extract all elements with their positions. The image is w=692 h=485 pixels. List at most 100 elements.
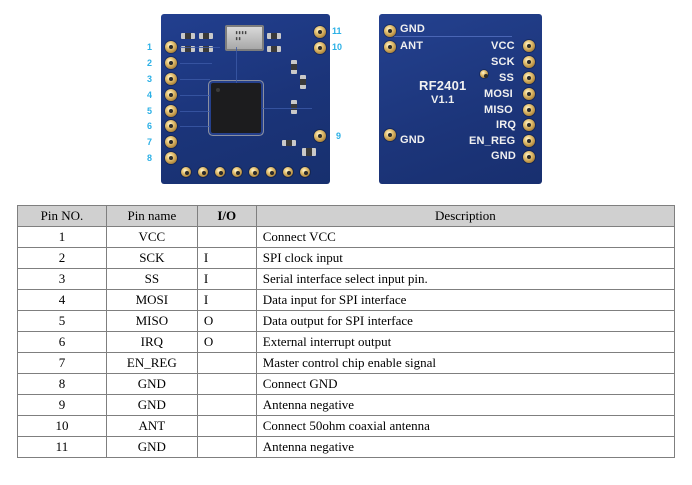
description-cell: Connect 50ohm coaxial antenna (255, 415, 676, 437)
description-cell: Connect VCC (255, 226, 676, 248)
io-cell (196, 352, 257, 374)
smd-component (267, 33, 281, 39)
description-cell: Data input for SPI interface (255, 289, 676, 311)
description-cell: Antenna negative (255, 436, 676, 458)
io-cell (196, 436, 257, 458)
pin-name-cell: MOSI (105, 289, 198, 311)
silkscreen-ant: ANT (400, 40, 424, 52)
description-cell: Master control chip enable signal (255, 352, 676, 374)
pin-number-cell: 6 (17, 331, 107, 353)
pin-number-cell: 10 (17, 415, 107, 437)
description-cell: Antenna negative (255, 394, 676, 416)
header-pin-name: Pin name (105, 205, 198, 227)
pcb-trace (180, 126, 210, 127)
pin-number-label: 4 (147, 90, 153, 100)
pin-pad (165, 41, 177, 53)
crystal-oscillator: ▮▮▮▮▮▮ (225, 25, 264, 51)
pin-number-label: 10 (332, 42, 343, 52)
pin-pad (314, 26, 326, 38)
pin-pad (523, 72, 535, 84)
module-back-photo (379, 14, 542, 184)
pin-pad (384, 41, 396, 53)
pcb-trace (180, 47, 220, 48)
pin-pad (523, 88, 535, 100)
silkscreen-sck: SCK (491, 56, 515, 68)
header-io: I/O (196, 205, 257, 227)
pin-number-label: 7 (147, 137, 153, 147)
pin-pad (523, 151, 535, 163)
pin-pad (165, 120, 177, 132)
antenna-trace (394, 36, 512, 37)
pin-pad (165, 73, 177, 85)
pad (266, 167, 276, 177)
smd-component (291, 100, 297, 114)
pad (181, 167, 191, 177)
pin-number-cell: 2 (17, 247, 107, 269)
pin-pad (165, 152, 177, 164)
pin-number-label: 5 (147, 106, 153, 116)
pin-number-label: 3 (147, 74, 153, 84)
pad (198, 167, 208, 177)
header-description: Description (255, 205, 676, 227)
pcb-trace (180, 95, 210, 96)
pin-name-cell: MISO (105, 310, 198, 332)
pin-number-label: 11 (332, 26, 342, 36)
pad (283, 167, 293, 177)
silkscreen-gnd-bottom: GND (400, 134, 426, 146)
pad (232, 167, 242, 177)
pin-pad (523, 104, 535, 116)
pcb-trace (236, 47, 237, 83)
pin-number-cell: 3 (17, 268, 107, 290)
header-pin-no: Pin NO. (17, 205, 107, 227)
pcb-trace (180, 111, 210, 112)
pad (215, 167, 225, 177)
pin-number-cell: 8 (17, 373, 107, 395)
silkscreen-gnd: GND (491, 150, 517, 162)
pin-number-label: 1 (147, 42, 153, 52)
description-cell: External interrupt output (255, 331, 676, 353)
silkscreen-irq: IRQ (496, 119, 517, 131)
pin-number-label: 6 (147, 121, 153, 131)
pin-number-cell: 4 (17, 289, 107, 311)
silkscreen-ss: SS (499, 72, 515, 84)
io-cell (196, 394, 257, 416)
io-cell: O (196, 310, 257, 332)
pin-name-cell: IRQ (105, 331, 198, 353)
smd-component (199, 46, 213, 52)
smd-component (302, 148, 316, 156)
pin-pad (523, 119, 535, 131)
pin-pad (314, 42, 326, 54)
pcb-trace (262, 108, 312, 109)
pin-pad (314, 130, 326, 142)
pin-name-cell: VCC (105, 226, 198, 248)
pin-pad (165, 105, 177, 117)
smd-component (267, 46, 281, 52)
smd-component (291, 60, 297, 74)
io-cell: I (196, 289, 257, 311)
io-cell (196, 373, 257, 395)
table-header-row: Pin NO. Pin name I/O Description (17, 205, 676, 227)
pin-name-cell: EN_REG (105, 352, 198, 374)
smd-component (181, 33, 195, 39)
pcb-trace (180, 63, 212, 64)
io-cell: O (196, 331, 257, 353)
smd-component (282, 140, 296, 146)
pin-number-cell: 5 (17, 310, 107, 332)
pcb-trace (180, 79, 210, 80)
io-cell: I (196, 268, 257, 290)
silkscreen-gnd-top: GND (400, 23, 426, 35)
pin-pad (384, 129, 396, 141)
pin-name-cell: SS (105, 268, 198, 290)
pin-pad (165, 89, 177, 101)
pad (249, 167, 259, 177)
pin-pad (523, 40, 535, 52)
pin-name-cell: GND (105, 373, 198, 395)
pin-number-label: 2 (147, 58, 153, 68)
